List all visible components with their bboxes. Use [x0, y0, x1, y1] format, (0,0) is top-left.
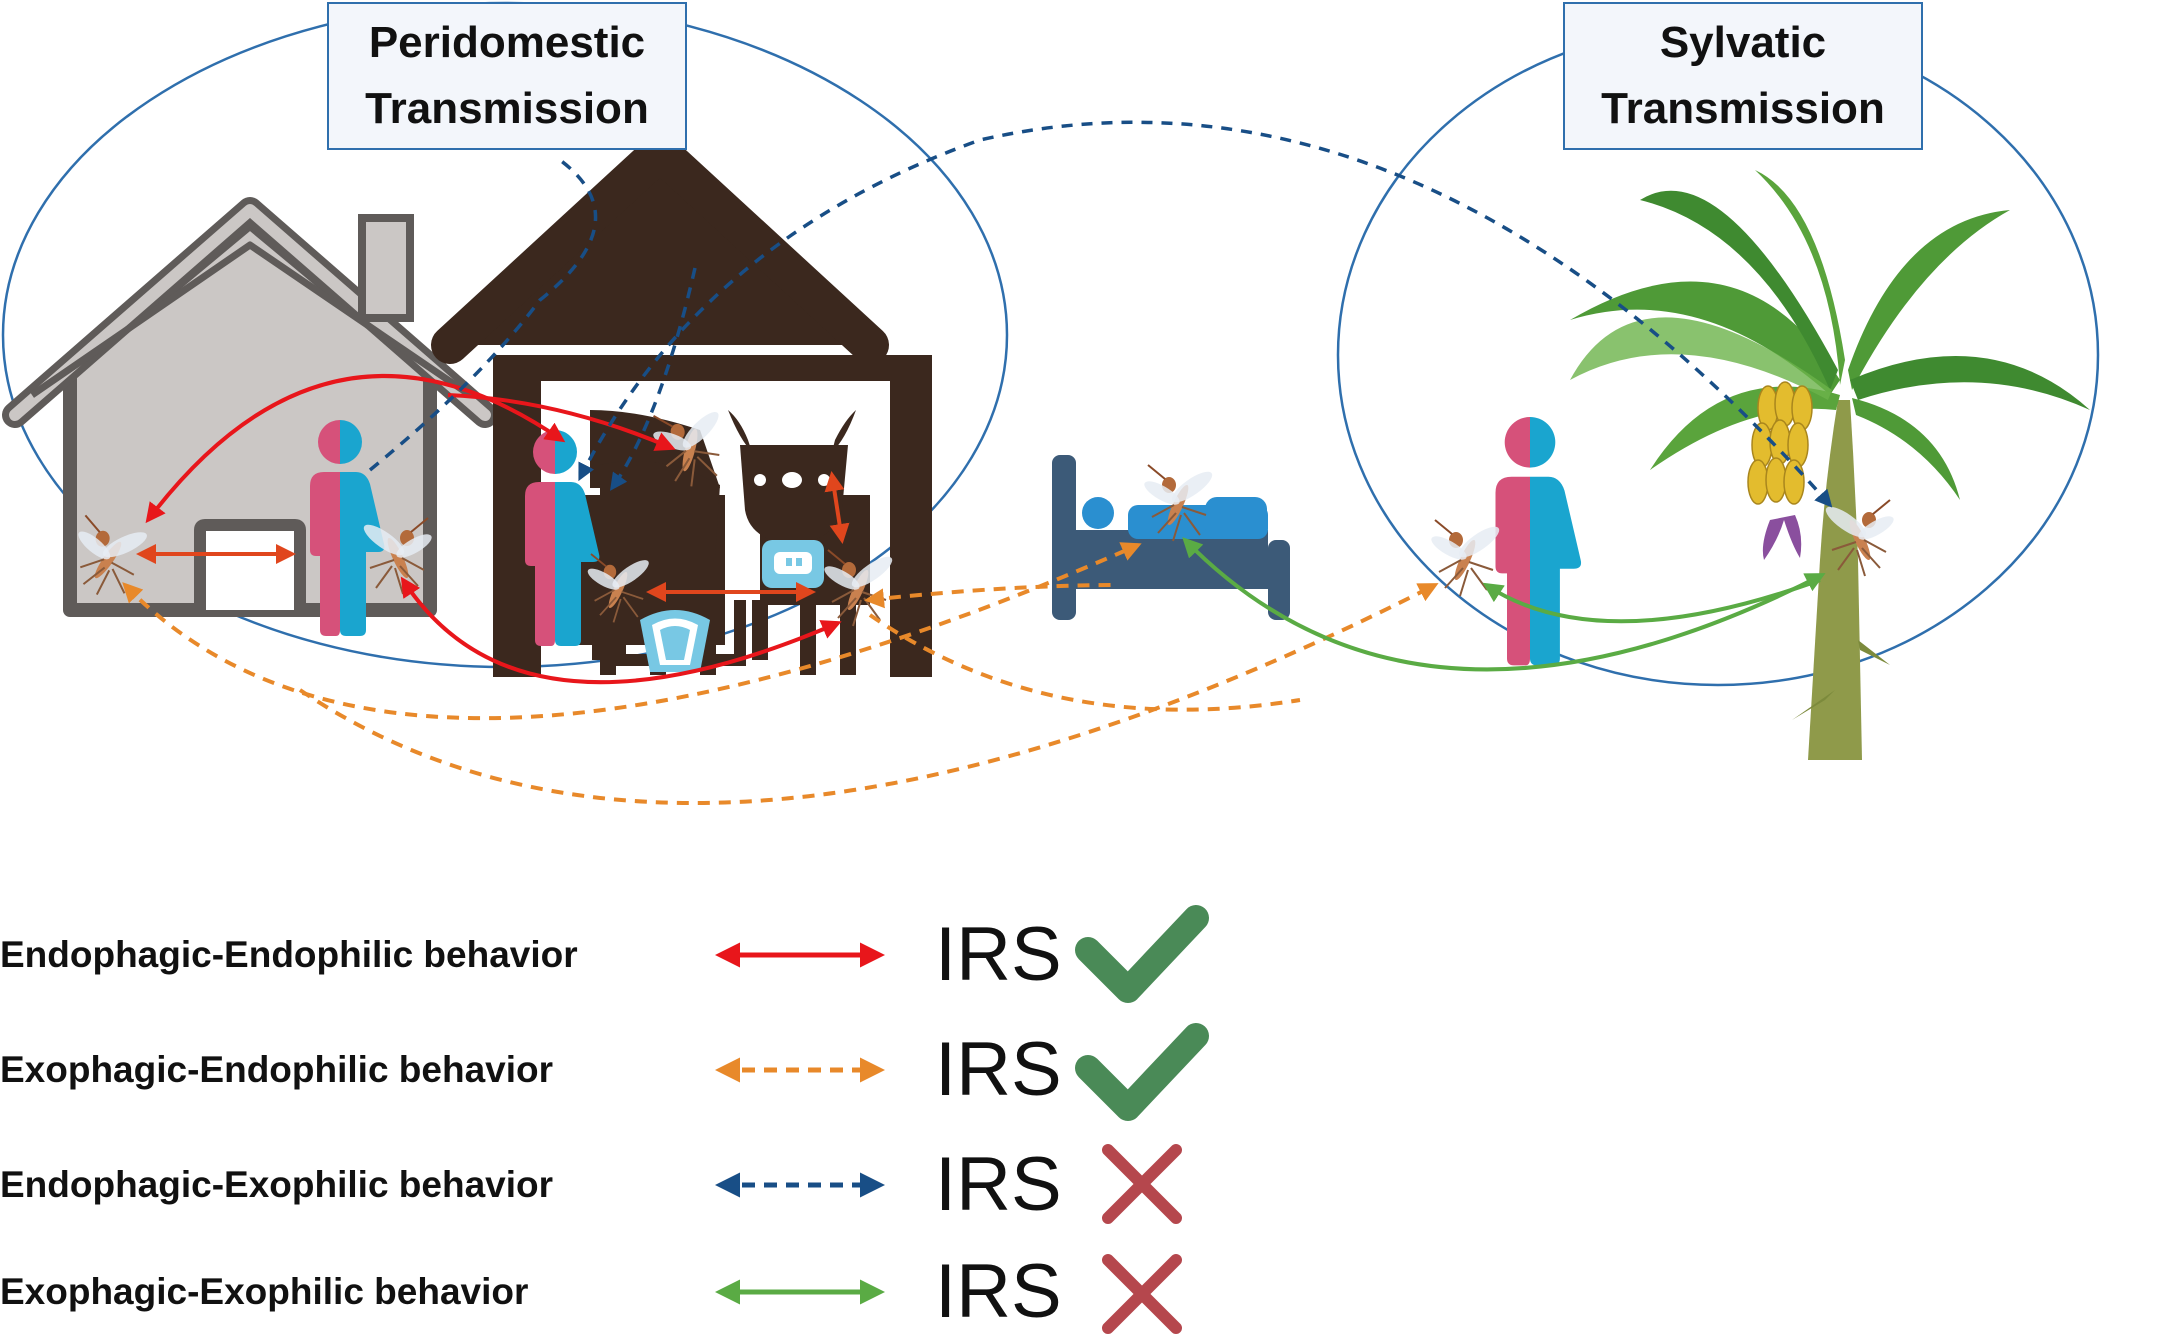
endo-exo-arrows	[368, 120, 1833, 508]
milk-bucket-icon	[640, 610, 710, 672]
cross-icon	[1102, 1254, 1182, 1334]
mosquito-icon	[1427, 519, 1505, 597]
legend-label-endo-endo: Endophagic-Endophilic behavior	[0, 934, 578, 975]
checkmark-icon	[1075, 1023, 1209, 1121]
legend-irs-2: IRS	[935, 1027, 1062, 1112]
peridomestic-title: Peridomestic Transmission	[327, 2, 687, 150]
exo-endo-arrows	[122, 542, 1439, 806]
legend-irs-3: IRS	[935, 1142, 1062, 1227]
person-icon	[1495, 417, 1582, 666]
legend-irs-4: IRS	[935, 1249, 1062, 1334]
cross-icon	[1102, 1144, 1182, 1224]
legend-label-exo-endo: Exophagic-Endophilic behavior	[0, 1049, 554, 1090]
sylvatic-title-text: Sylvatic Transmission	[1601, 18, 1885, 133]
sylvatic-title: Sylvatic Transmission	[1563, 2, 1923, 150]
legend-label-exo-exo: Exophagic-Exophilic behavior	[0, 1271, 529, 1312]
checkmark-icon	[1075, 905, 1209, 1003]
exo-exo-arrows	[1182, 537, 1826, 672]
banana-tree-icon	[1570, 170, 2090, 760]
legend-label-endo-exo: Endophagic-Exophilic behavior	[0, 1164, 554, 1205]
peridomestic-title-text: Peridomestic Transmission	[365, 18, 649, 133]
legend-irs-1: IRS	[935, 912, 1062, 997]
